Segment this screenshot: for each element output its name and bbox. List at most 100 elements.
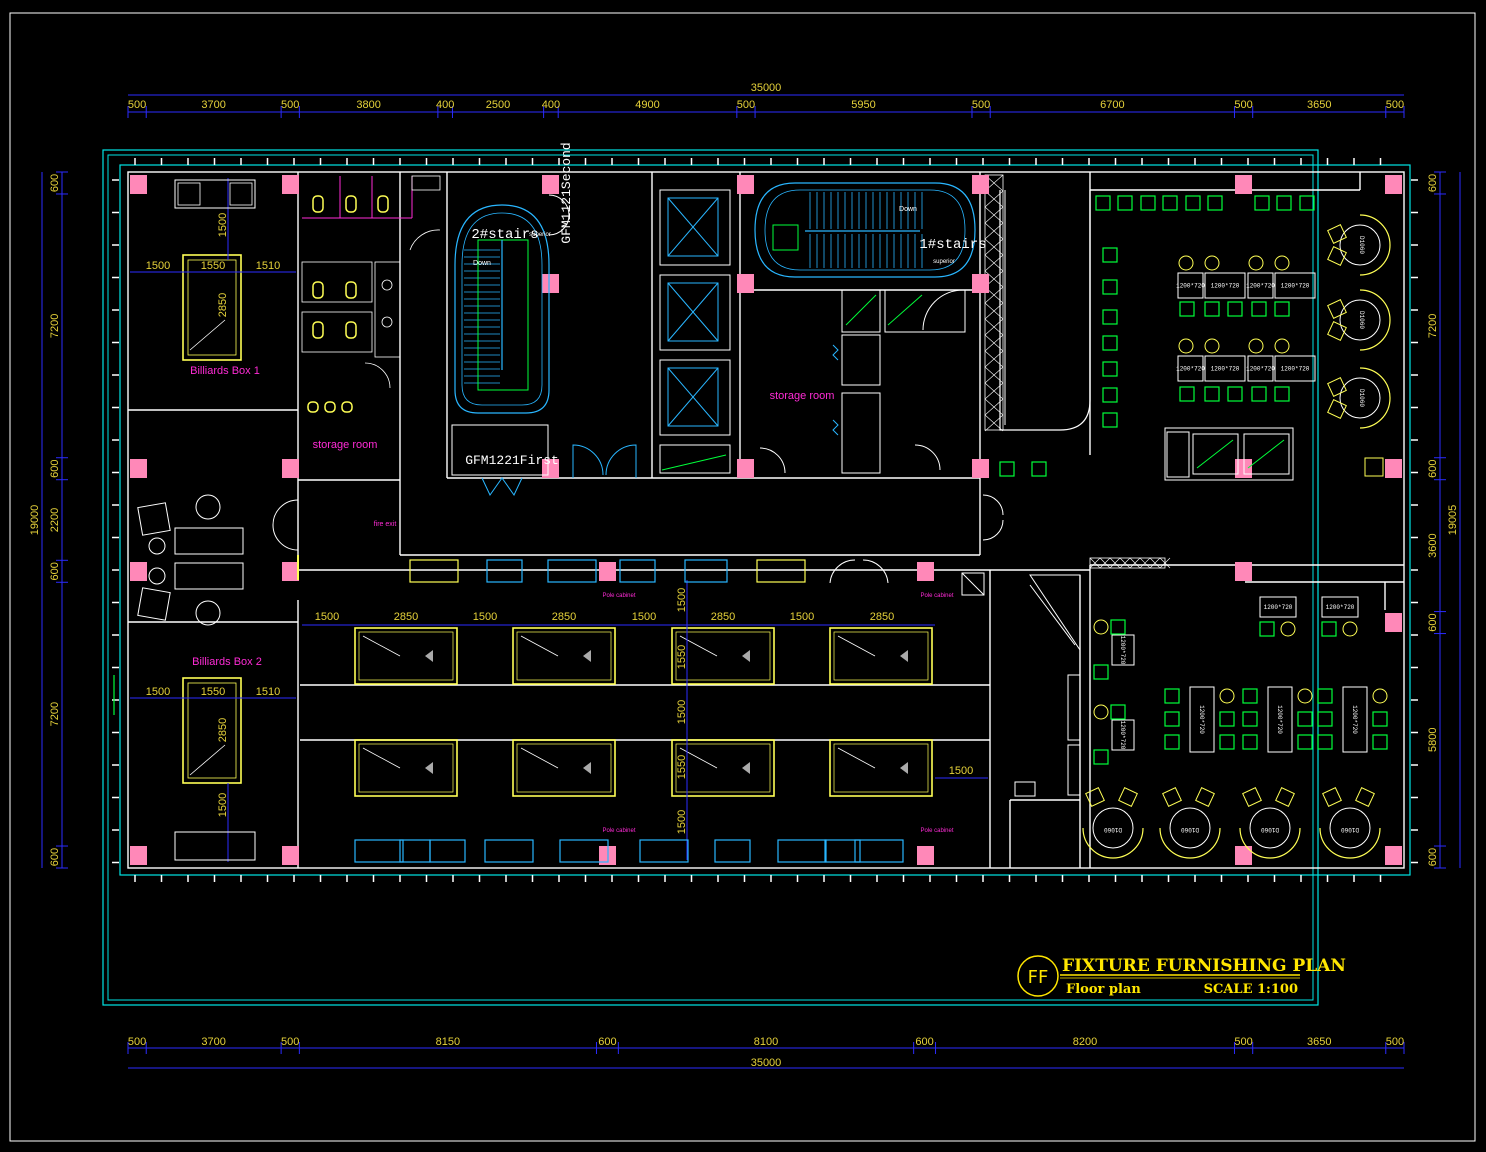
chair xyxy=(1162,195,1178,211)
top-dim-label: 500 xyxy=(128,99,146,111)
svg-text:2850: 2850 xyxy=(394,611,418,623)
column xyxy=(917,562,934,581)
svg-text:1550: 1550 xyxy=(201,686,225,698)
bar-counter xyxy=(829,494,1081,797)
chair xyxy=(1327,321,1347,341)
column xyxy=(130,175,147,194)
chair-round xyxy=(1093,619,1109,635)
truss-brace xyxy=(984,190,1004,208)
svg-text:1500: 1500 xyxy=(676,700,688,724)
sofa xyxy=(409,559,459,583)
chair xyxy=(1195,787,1215,807)
chair xyxy=(1327,246,1347,266)
columns xyxy=(130,175,1402,865)
truss-brace xyxy=(984,302,1004,320)
chair xyxy=(1164,734,1180,750)
svg-text:2850: 2850 xyxy=(552,611,576,623)
truss-brace xyxy=(1119,557,1131,569)
left-dim-label: 600 xyxy=(49,848,61,866)
column xyxy=(542,274,559,293)
left-dim-label: 7200 xyxy=(49,702,61,726)
chair xyxy=(1254,195,1270,211)
column xyxy=(599,562,616,581)
billiard-cue xyxy=(837,747,876,769)
billiard-hall-tables xyxy=(354,627,933,797)
billiards-box-1: 1500 1550 1510 1500 2850 Billiards Box 1 xyxy=(130,178,296,377)
storage-room-center xyxy=(759,289,966,474)
chair xyxy=(1242,734,1258,750)
billiard-cloth xyxy=(516,631,612,681)
column xyxy=(282,846,299,865)
booth-table xyxy=(1339,377,1381,419)
chair xyxy=(1117,195,1133,211)
ramp-curve xyxy=(999,190,1091,431)
steel-truss xyxy=(984,174,1004,431)
main-walls xyxy=(127,171,1405,869)
billiards-box-2: 1500 1550 1510 2850 1500 Billiards Box 2 xyxy=(113,656,296,862)
fire-exit-label: fire exit xyxy=(374,521,397,528)
building-outline-outer xyxy=(102,149,1319,1006)
dining-table xyxy=(1267,686,1293,753)
column xyxy=(282,562,299,581)
truss-brace xyxy=(1159,557,1171,569)
left-total-dim: 19000 xyxy=(29,505,41,536)
door-label-second: GFM1121Second xyxy=(559,142,574,243)
sofa xyxy=(429,839,466,863)
svg-text:1550: 1550 xyxy=(201,260,225,272)
bottom-dim-label: 600 xyxy=(915,1036,933,1048)
truss-brace xyxy=(1149,557,1161,569)
top-dim-label: 3700 xyxy=(201,99,225,111)
billiard-cue xyxy=(679,635,718,657)
elevators xyxy=(572,189,731,478)
booth-arc xyxy=(1359,367,1391,429)
billiard-triangle xyxy=(742,762,750,774)
top-dim-label: 500 xyxy=(1386,99,1404,111)
svg-text:1500: 1500 xyxy=(676,588,688,612)
svg-text:1550: 1550 xyxy=(676,645,688,669)
dining-table xyxy=(1111,634,1135,666)
chair xyxy=(1102,247,1118,263)
chair xyxy=(1095,195,1111,211)
booth-arc xyxy=(1082,827,1144,859)
top-dim-label: 3800 xyxy=(356,99,380,111)
booth-size-label: D1060 xyxy=(1358,389,1365,407)
dimension-ticks xyxy=(56,106,1446,1054)
billiard-triangle xyxy=(425,762,433,774)
floor-outline xyxy=(119,164,1411,876)
chair xyxy=(1102,279,1118,295)
svg-text:2850: 2850 xyxy=(711,611,735,623)
svg-text:1510: 1510 xyxy=(256,260,280,272)
billiard-table xyxy=(512,739,616,797)
truss-brace xyxy=(984,222,1004,240)
column xyxy=(542,175,559,194)
chair xyxy=(1242,787,1262,807)
truss-brace xyxy=(984,382,1004,400)
svg-text:1500: 1500 xyxy=(473,611,497,623)
bottom-dim-label: 500 xyxy=(281,1036,299,1048)
chair xyxy=(1179,386,1195,402)
booth-size-label: D1060 xyxy=(1181,826,1199,833)
chair xyxy=(1242,711,1258,727)
billiard-table xyxy=(354,739,458,797)
chair xyxy=(1297,711,1313,727)
table-size-label: 1200*720 xyxy=(1281,366,1310,373)
booth-size-label: D1060 xyxy=(1104,826,1122,833)
dining-table xyxy=(1177,272,1204,299)
truss-bracing xyxy=(984,174,1004,432)
booth-table xyxy=(1249,807,1291,849)
truss-brace xyxy=(984,318,1004,336)
title-badge-text: FF xyxy=(1028,967,1049,988)
building-outline-inner xyxy=(107,154,1314,1001)
truss-brace xyxy=(984,254,1004,272)
bottom-dim-label: 500 xyxy=(1234,1036,1252,1048)
billiard-cue xyxy=(520,635,559,657)
column xyxy=(130,846,147,865)
title-block: FF FIXTURE FURNISHING PLAN Floor plan SC… xyxy=(1017,955,1346,997)
billiard-triangle xyxy=(583,762,591,774)
booth-table xyxy=(1329,807,1371,849)
column xyxy=(737,175,754,194)
svg-text:1500: 1500 xyxy=(949,765,973,777)
